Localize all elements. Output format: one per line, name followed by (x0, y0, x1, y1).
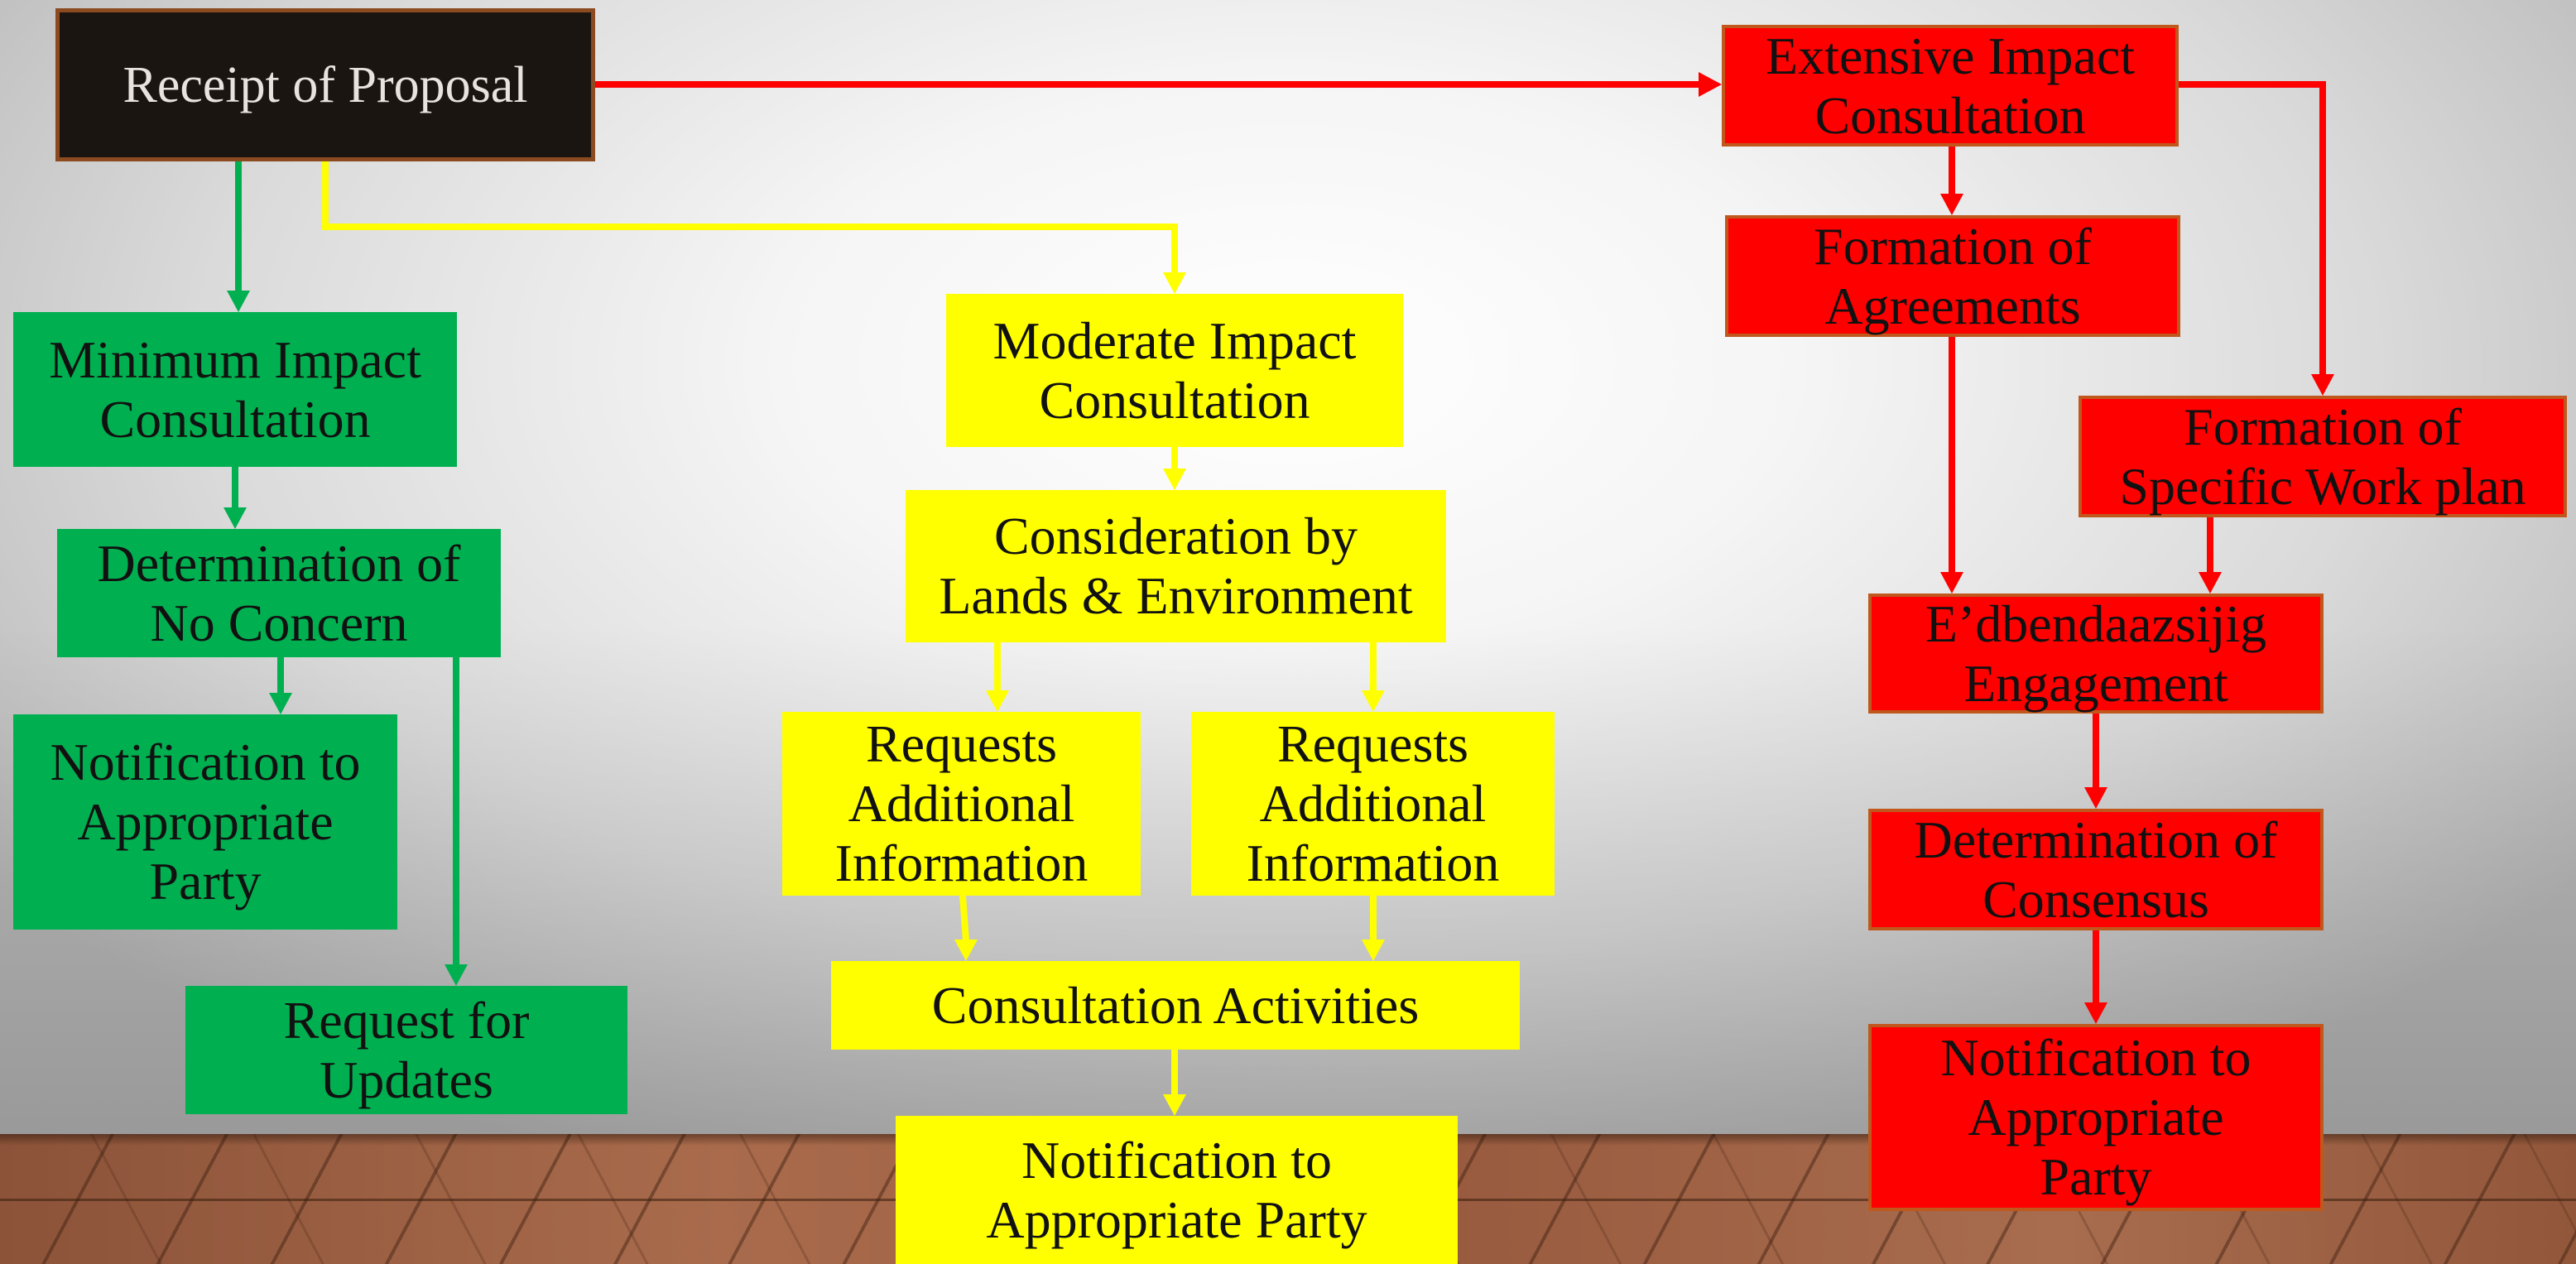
connector-line (2179, 81, 2326, 376)
consideration-by-lands-environment-label: Consideration by Lands & Environment (939, 507, 1413, 625)
extensive-impact-consultation-label: Extensive Impact Consultation (1765, 26, 2136, 145)
arrow-no-concern-to-updates (445, 657, 468, 986)
arrow-extensive-to-agreements (1940, 147, 1963, 215)
arrow-moderate-to-consideration (1163, 447, 1186, 490)
arrow-work-plan-to-engagement (2199, 517, 2222, 594)
arrow-requests-right-to-activities (1362, 896, 1385, 961)
moderate-impact-consultation-label: Moderate Impact Consultation (992, 310, 1357, 430)
notification-minimum-label: Notification to Appropriate Party (50, 733, 361, 911)
arrowhead (2199, 572, 2222, 594)
connector-line (322, 161, 1178, 274)
edbendaazsijig-engagement-box: E’dbendaazsijig Engagement (1868, 594, 2324, 714)
requests-additional-information-left-box: Requests Additional Information (782, 712, 1141, 896)
arrow-agreements-to-engagement (1940, 337, 1963, 594)
consideration-by-lands-environment-box: Consideration by Lands & Environment (906, 490, 1446, 642)
notification-extensive-box: Notification to Appropriate Party (1868, 1024, 2324, 1211)
notification-extensive-label: Notification to Appropriate Party (1940, 1028, 2252, 1206)
notification-minimum-box: Notification to Appropriate Party (13, 714, 397, 930)
arrow-receipt-to-extensive (595, 72, 1722, 97)
formation-of-specific-work-plan-label: Formation of Specific Work plan (2119, 397, 2526, 516)
determination-of-no-concern-label: Determination of No Concern (97, 533, 461, 652)
arrow-consideration-to-requests-right (1362, 642, 1385, 712)
arrowhead (1699, 72, 1722, 97)
arrow-receipt-to-moderate (322, 161, 1186, 294)
formation-of-agreements-box: Formation of Agreements (1725, 215, 2180, 337)
determination-of-no-concern-box: Determination of No Concern (57, 529, 501, 657)
arrowhead (986, 690, 1009, 712)
arrow-no-concern-to-notification (269, 657, 292, 714)
arrowhead (269, 693, 292, 714)
connector-line (959, 895, 969, 942)
arrowhead (223, 507, 247, 529)
arrowhead (227, 291, 250, 312)
determination-of-consensus-box: Determination of Consensus (1868, 809, 2324, 930)
arrow-minimum-to-no-concern (223, 467, 247, 529)
arrowhead (1362, 940, 1385, 961)
receipt-of-proposal-box: Receipt of Proposal (55, 8, 595, 161)
arrow-receipt-to-minimum (227, 161, 250, 312)
arrowhead (1362, 690, 1385, 712)
arrowhead (954, 940, 978, 961)
arrowhead (1940, 572, 1963, 594)
arrowhead (1940, 194, 1963, 215)
arrow-activities-to-notification (1163, 1050, 1186, 1116)
arrowhead (1163, 1094, 1186, 1116)
determination-of-consensus-label: Determination of Consensus (1914, 810, 2278, 929)
arrowhead (1163, 469, 1186, 490)
arrow-consideration-to-requests-left (986, 642, 1009, 712)
notification-moderate-box: Notification to Appropriate Party (896, 1116, 1458, 1264)
requests-additional-information-right-label: Requests Additional Information (1246, 714, 1500, 892)
arrow-requests-left-to-activities (954, 895, 978, 961)
arrowhead (2311, 374, 2334, 396)
arrowhead (1163, 272, 1186, 294)
request-for-updates-box: Request for Updates (185, 986, 627, 1114)
requests-additional-information-left-label: Requests Additional Information (834, 714, 1089, 892)
consultation-activities-label: Consultation Activities (931, 975, 1420, 1035)
arrowhead (2084, 1002, 2107, 1024)
moderate-impact-consultation-box: Moderate Impact Consultation (946, 294, 1403, 447)
arrowhead (445, 964, 468, 986)
arrowhead (2084, 787, 2107, 809)
request-for-updates-label: Request for Updates (283, 990, 530, 1109)
extensive-impact-consultation-box: Extensive Impact Consultation (1722, 25, 2179, 147)
receipt-of-proposal-label: Receipt of Proposal (123, 56, 528, 113)
arrow-extensive-to-work-plan (2179, 81, 2334, 396)
minimum-impact-consultation-label: Minimum Impact Consultation (49, 329, 421, 449)
formation-of-agreements-label: Formation of Agreements (1814, 216, 2092, 335)
edbendaazsijig-engagement-label: E’dbendaazsijig Engagement (1925, 594, 2267, 713)
requests-additional-information-right-box: Requests Additional Information (1191, 712, 1555, 896)
notification-moderate-label: Notification to Appropriate Party (986, 1130, 1367, 1249)
arrow-consensus-to-notification (2084, 930, 2107, 1024)
consultation-activities-box: Consultation Activities (831, 961, 1520, 1050)
arrow-engagement-to-consensus (2084, 714, 2107, 809)
minimum-impact-consultation-box: Minimum Impact Consultation (13, 312, 457, 467)
formation-of-specific-work-plan-box: Formation of Specific Work plan (2079, 396, 2567, 517)
